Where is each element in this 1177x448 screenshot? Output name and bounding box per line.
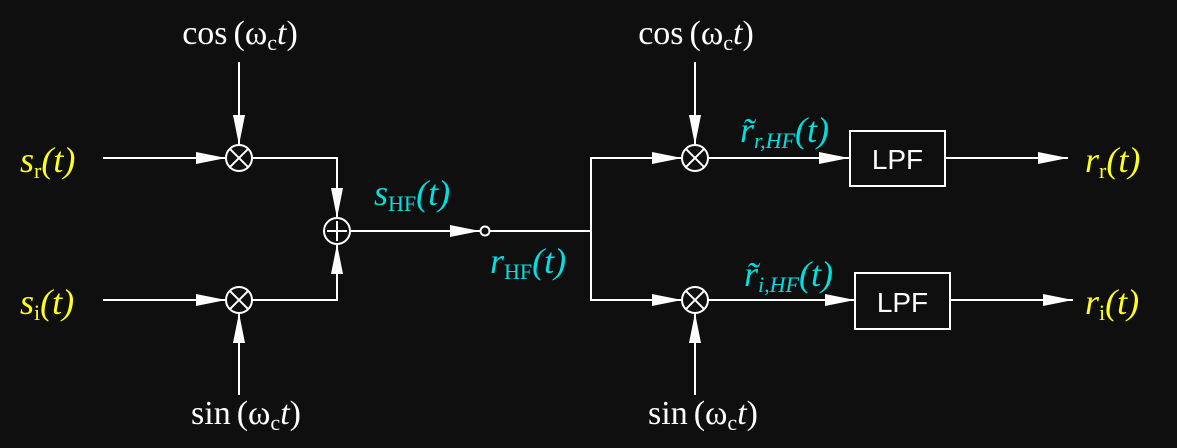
rx-multiplier-top <box>681 144 709 172</box>
r-i-label: ri(t) <box>1085 282 1139 325</box>
tx-multiplier-bottom <box>225 286 253 314</box>
rx-cos-label: cos(ωct) <box>638 15 754 55</box>
r-r-label: rr(t) <box>1085 140 1140 183</box>
s-i-label: si(t) <box>20 282 74 325</box>
lpf-bottom-label: LPF <box>877 287 928 318</box>
tx-sin-label: sin(ωct) <box>191 395 301 435</box>
rx-multiplier-bottom <box>681 286 709 314</box>
lpf-block-top: LPF <box>849 130 946 187</box>
r-tilde-r-hf-label: r̃r,HF(t) <box>740 110 829 153</box>
r-tilde-i-hf-label: r̃i,HF(t) <box>744 254 833 297</box>
lpf-top-label: LPF <box>872 144 923 175</box>
s-r-label: sr(t) <box>20 140 75 183</box>
rx-sin-label: sin(ωct) <box>648 395 758 435</box>
tx-cos-label: cos(ωct) <box>182 15 298 55</box>
r-hf-label: rHF(t) <box>490 241 566 284</box>
split-to-top-mult-arrow <box>590 152 682 231</box>
mult-bottom-to-adder-arrow <box>252 244 343 301</box>
tx-multiplier-top <box>225 144 253 172</box>
mult-top-to-adder-arrow <box>252 157 343 218</box>
lpf-block-bottom: LPF <box>854 272 951 330</box>
channel-terminal <box>479 225 491 237</box>
split-to-bottom-mult-arrow <box>590 231 682 306</box>
adder <box>323 217 351 245</box>
s-hf-label: sHF(t) <box>374 173 450 216</box>
